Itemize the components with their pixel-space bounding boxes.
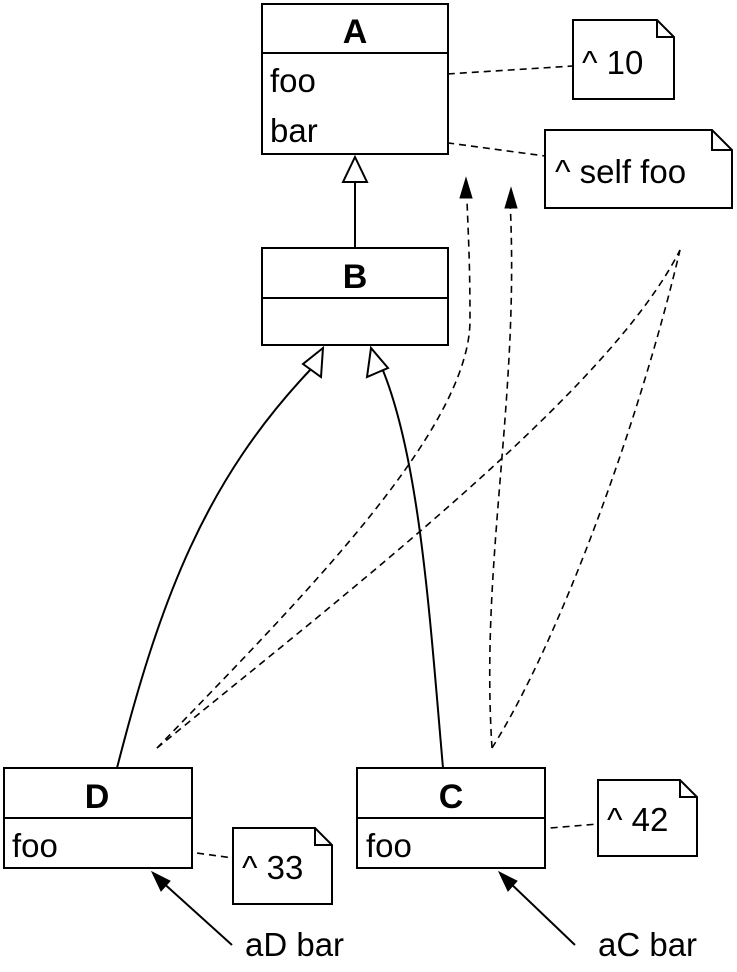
- class-d-name: D: [85, 778, 110, 816]
- d-to-b-generalization: [116, 367, 313, 769]
- message-arrow-c: [506, 879, 576, 946]
- message-arrowhead-d: [150, 870, 171, 892]
- class-b: B: [261, 247, 449, 346]
- generalization-arrowhead-b-left: [301, 345, 325, 379]
- generalization-arrowhead-a: [341, 154, 369, 183]
- note-d-foo-text: ^ 33: [242, 849, 303, 886]
- note-a-bar-body: [544, 129, 733, 209]
- class-b-name: B: [343, 258, 368, 296]
- class-a-method-bar: bar: [270, 112, 318, 149]
- lookup-path-d-to-a: [156, 199, 471, 749]
- message-arrow-d: [159, 879, 233, 946]
- note-c-foo-fold: [679, 780, 697, 798]
- class-d-method-foo: foo: [12, 827, 58, 864]
- class-c-method-foo: foo: [366, 827, 412, 864]
- note-a-foo-fold: [656, 20, 674, 38]
- note-c-foo-body: [597, 779, 698, 857]
- note-a-bar-fold: [711, 130, 732, 151]
- lookup-path-c-to-note: [491, 249, 681, 749]
- class-d: D foo: [3, 767, 193, 869]
- lookup-path-d-to-note: [156, 249, 681, 749]
- class-c-name: C: [439, 778, 464, 816]
- generalization-arrowhead-b-right: [365, 345, 390, 379]
- lookup-arrowhead-right: [504, 186, 518, 209]
- class-a-method-foo: foo: [270, 62, 316, 99]
- note-d-foo-body: [232, 827, 333, 905]
- note-a-foo: ^ 10: [572, 19, 675, 100]
- note-a-foo-text: ^ 10: [582, 44, 643, 81]
- note-d-foo-fold: [314, 828, 332, 846]
- note-a-bar-text: ^ self foo: [555, 153, 686, 190]
- note-d-foo: ^ 33: [232, 827, 333, 905]
- message-label-c: aC bar: [598, 926, 697, 963]
- class-a: A foo bar: [261, 3, 449, 155]
- class-a-name: A: [343, 13, 368, 51]
- note-a-foo-body: [572, 19, 675, 100]
- message-arrowhead-c: [497, 870, 518, 892]
- note-a-bar: ^ self foo: [544, 129, 733, 209]
- class-b-box: [261, 247, 449, 346]
- lookup-path-c-to-a: [488, 199, 513, 749]
- class-a-box: [261, 3, 449, 155]
- note-c-foo-text: ^ 42: [607, 801, 668, 838]
- note-c-foo: ^ 42: [597, 779, 698, 857]
- class-c: C foo: [356, 767, 546, 869]
- lookup-arrowhead-left: [459, 176, 473, 199]
- c-to-b-generalization: [381, 367, 444, 769]
- message-label-d: aD bar: [245, 926, 344, 963]
